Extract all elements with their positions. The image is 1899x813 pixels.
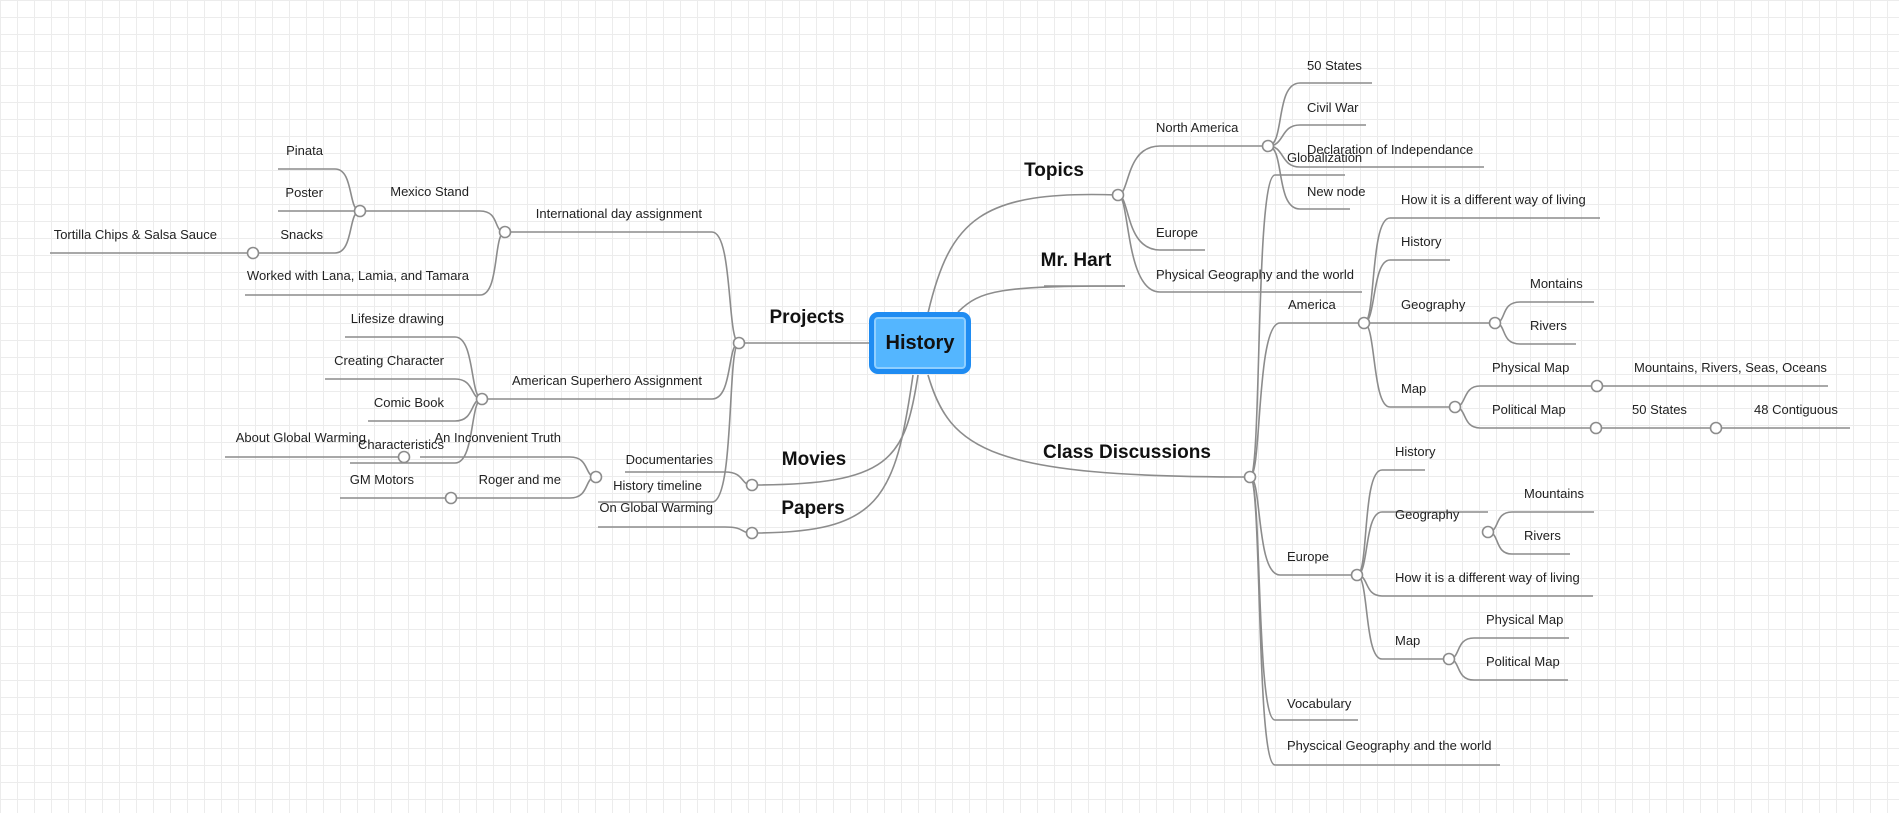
node-civil-war[interactable]: Civil War: [1307, 100, 1359, 115]
node-lifesize-drawing[interactable]: Lifesize drawing: [351, 311, 444, 326]
node-pinata[interactable]: Pinata: [286, 143, 324, 158]
node-mountains-rivers-seas[interactable]: Mountains, Rivers, Seas, Oceans: [1634, 360, 1827, 375]
node-europe-rivers[interactable]: Rivers: [1524, 528, 1561, 543]
europe-collapse-toggle[interactable]: [1350, 568, 1364, 582]
papers-collapse-toggle[interactable]: [745, 526, 759, 540]
node-inconvenient-truth[interactable]: An Inconvenient Truth: [435, 430, 561, 445]
node-globalization[interactable]: Globalization: [1287, 150, 1362, 165]
node-snacks[interactable]: Snacks: [280, 227, 323, 242]
node-america-geography[interactable]: Geography: [1401, 297, 1466, 312]
node-america-rivers[interactable]: Rivers: [1530, 318, 1567, 333]
main-branches: [739, 193, 1251, 534]
node-europe-how-different[interactable]: How it is a different way of living: [1395, 570, 1580, 585]
america-collapse-toggle[interactable]: [1357, 316, 1371, 330]
main-topic-projects[interactable]: Projects: [770, 307, 845, 328]
node-about-global-warming[interactable]: About Global Warming: [236, 430, 366, 445]
node-topics-europe[interactable]: Europe: [1156, 225, 1198, 240]
europe-map-collapse-toggle[interactable]: [1442, 652, 1456, 666]
node-poster[interactable]: Poster: [285, 185, 323, 200]
main-topic-class-discussions[interactable]: Class Discussions: [1043, 442, 1211, 463]
america-geography-collapse-toggle[interactable]: [1488, 316, 1502, 330]
node-north-america[interactable]: North America: [1156, 120, 1239, 135]
node-america-how-different[interactable]: How it is a different way of living: [1401, 192, 1586, 207]
inconvenient-truth-collapse-toggle[interactable]: [397, 450, 411, 464]
node-europe-history[interactable]: History: [1395, 444, 1436, 459]
physical-map-collapse-toggle[interactable]: [1590, 379, 1604, 393]
node-48-contiguous[interactable]: 48 Contiguous: [1754, 402, 1838, 417]
node-physcical-geography[interactable]: Physcical Geography and the world: [1287, 738, 1492, 753]
topics-collapse-toggle[interactable]: [1111, 188, 1125, 202]
europe-geography-collapse-toggle[interactable]: [1481, 525, 1495, 539]
snacks-collapse-toggle[interactable]: [246, 246, 260, 260]
main-topic-topics[interactable]: Topics: [1024, 160, 1084, 181]
documentaries-collapse-toggle[interactable]: [589, 470, 603, 484]
node-europe-political-map[interactable]: Political Map: [1486, 654, 1560, 669]
node-vocabulary[interactable]: Vocabulary: [1287, 696, 1352, 711]
node-physical-geography[interactable]: Physical Geography and the world: [1156, 267, 1354, 282]
node-europe-physical-map[interactable]: Physical Map: [1486, 612, 1563, 627]
node-history-timeline[interactable]: History timeline: [613, 478, 702, 493]
papers-subtree: [598, 526, 753, 534]
movies-collapse-toggle[interactable]: [745, 478, 759, 492]
class-discussions-collapse-toggle[interactable]: [1243, 470, 1257, 484]
node-roger-and-me[interactable]: Roger and me: [479, 472, 561, 487]
node-america-physical-map[interactable]: Physical Map: [1492, 360, 1569, 375]
node-50-states[interactable]: 50 States: [1307, 58, 1362, 73]
node-characteristics[interactable]: Characteristics: [358, 437, 444, 452]
node-on-global-warming[interactable]: On Global Warming: [599, 500, 713, 515]
international-day-collapse-toggle[interactable]: [498, 225, 512, 239]
node-america[interactable]: America: [1288, 297, 1336, 312]
main-topic-papers[interactable]: Papers: [781, 498, 844, 519]
50-states-collapse-toggle[interactable]: [1709, 421, 1723, 435]
node-europe[interactable]: Europe: [1287, 549, 1329, 564]
main-topic-movies[interactable]: Movies: [782, 449, 846, 470]
node-mexico-stand[interactable]: Mexico Stand: [390, 184, 469, 199]
mexico-stand-collapse-toggle[interactable]: [353, 204, 367, 218]
roger-and-me-collapse-toggle[interactable]: [444, 491, 458, 505]
node-europe-mountains[interactable]: Mountains: [1524, 486, 1584, 501]
node-america-political-map[interactable]: Political Map: [1492, 402, 1566, 417]
node-political-50-states[interactable]: 50 States: [1632, 402, 1687, 417]
political-map-collapse-toggle[interactable]: [1589, 421, 1603, 435]
north-america-collapse-toggle[interactable]: [1261, 139, 1275, 153]
node-europe-geography[interactable]: Geography: [1395, 507, 1460, 522]
node-documentaries[interactable]: Documentaries: [626, 452, 714, 467]
node-declaration[interactable]: Declaration of Independance: [1307, 142, 1473, 157]
node-worked-with[interactable]: Worked with Lana, Lamia, and Tamara: [247, 268, 470, 283]
main-topic-mr-hart[interactable]: Mr. Hart: [1041, 250, 1112, 271]
node-america-history[interactable]: History: [1401, 234, 1442, 249]
america-map-collapse-toggle[interactable]: [1448, 400, 1462, 414]
node-new-node[interactable]: New node: [1307, 184, 1366, 199]
superhero-collapse-toggle[interactable]: [475, 392, 489, 406]
node-comic-book[interactable]: Comic Book: [374, 395, 445, 410]
node-superhero[interactable]: American Superhero Assignment: [512, 373, 702, 388]
node-tortilla-chips[interactable]: Tortilla Chips & Salsa Sauce: [54, 227, 217, 242]
node-europe-map[interactable]: Map: [1395, 633, 1420, 648]
node-creating-character[interactable]: Creating Character: [334, 353, 444, 368]
node-montains[interactable]: Montains: [1530, 276, 1583, 291]
class-discussions-subtree: [1249, 174, 1850, 766]
node-gm-motors[interactable]: GM Motors: [350, 472, 415, 487]
node-international-day[interactable]: International day assignment: [536, 206, 703, 221]
node-america-map[interactable]: Map: [1401, 381, 1426, 396]
central-topic-node[interactable]: History: [869, 312, 971, 374]
projects-collapse-toggle[interactable]: [732, 336, 746, 350]
central-topic-label: History: [885, 331, 955, 354]
